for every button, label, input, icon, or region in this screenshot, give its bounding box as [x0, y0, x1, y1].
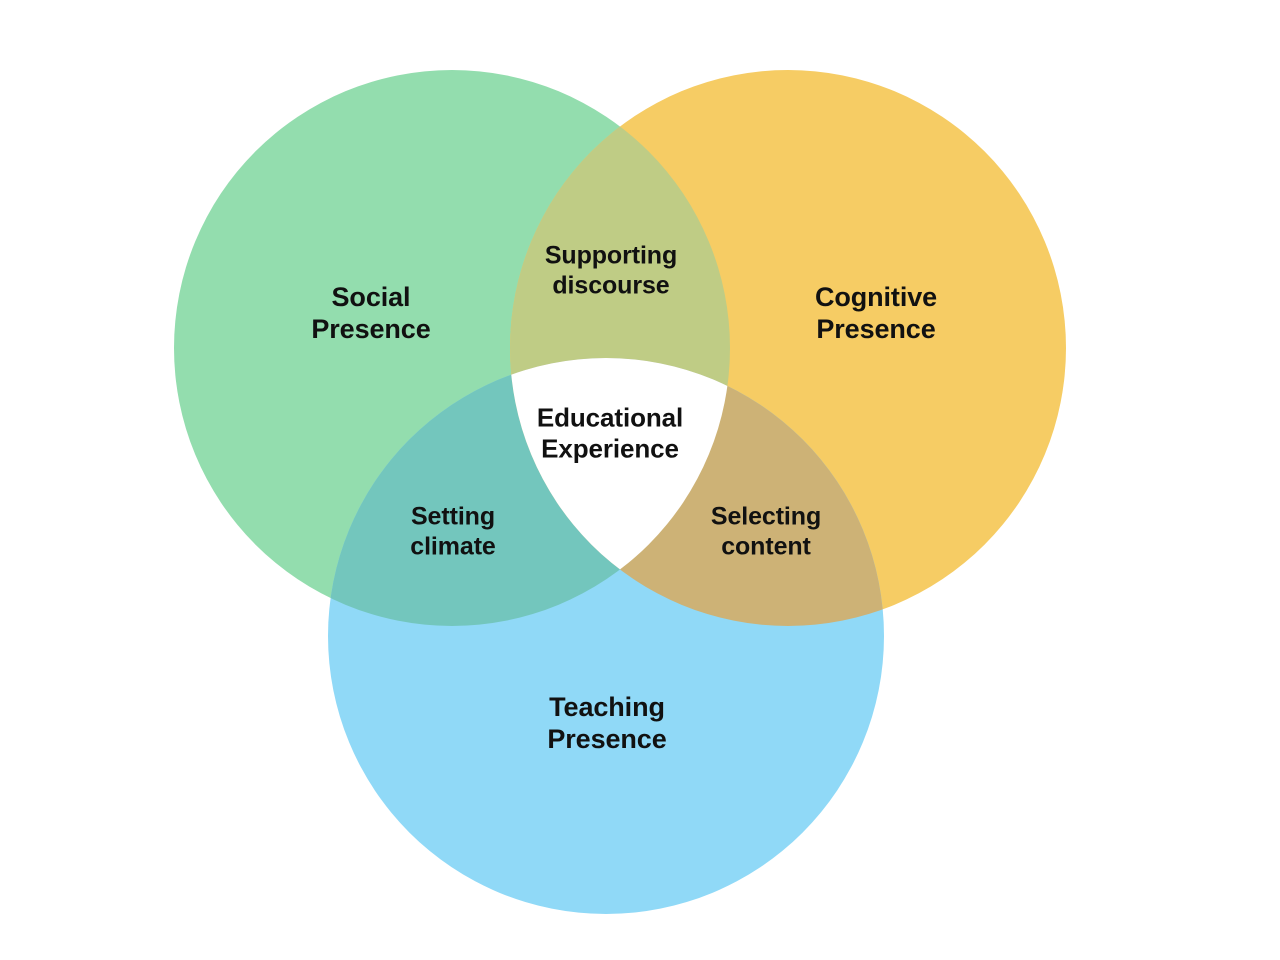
- overlap-setting-climate[interactable]: [328, 358, 884, 914]
- label-teaching-presence: Teaching Presence: [547, 692, 667, 754]
- overlap-selecting-content[interactable]: [328, 358, 884, 914]
- label-setting-climate: Setting climate: [410, 502, 496, 561]
- label-educational-experience: Educational Experience: [536, 402, 684, 463]
- label-cognitive-presence: Cognitive Presence: [814, 282, 938, 344]
- label-supporting-discourse: Supporting discourse: [544, 241, 678, 300]
- label-social-presence: Social Presence: [311, 282, 431, 344]
- label-selecting-content: Selecting content: [710, 502, 822, 561]
